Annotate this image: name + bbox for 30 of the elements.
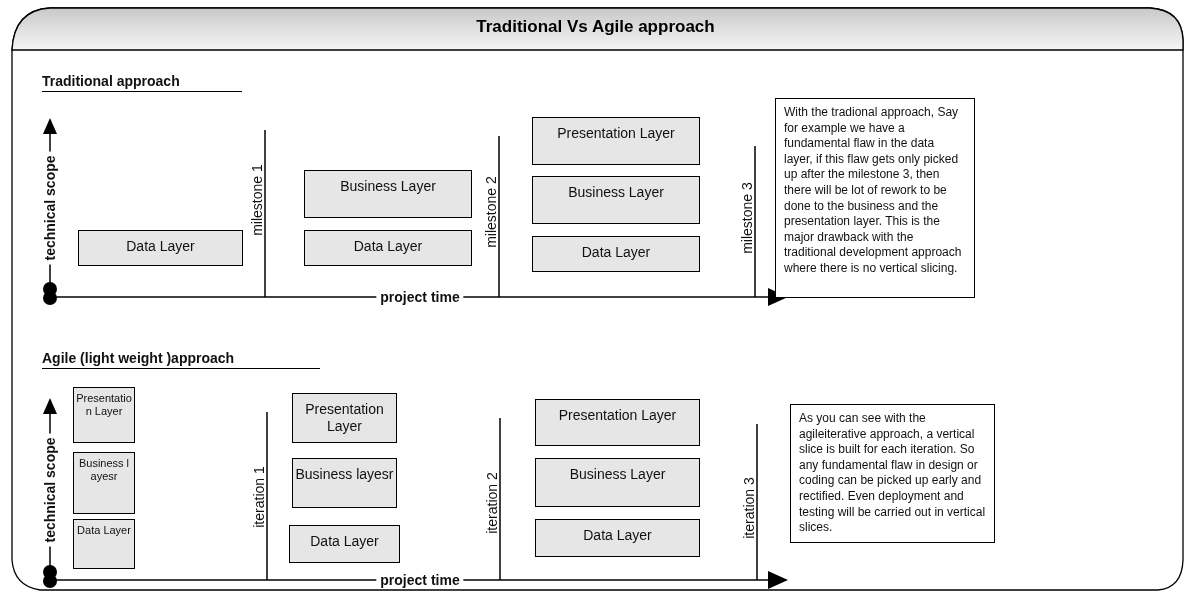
layer-box: Data Layer	[535, 519, 700, 557]
axis-label: technical scope	[42, 151, 58, 265]
layer-box: Business Layer	[535, 458, 700, 507]
note-box: With the tradional approach, Say for example we have a fundamental flaw in the data layer, if this flaw gets only picked up after the milestone 3, then there will be lot of rework to be done to the business and the presentation layer. This is the major drawback with the traditional development approach where there is no vertical slicing.	[775, 98, 975, 298]
note-box: As you can see with the agileiterative approach, a vertical slice is built for each iteration. So any fundamental flaw in design or coding can be picked up early and rectified. Even deployment and testing will be carried out in vertical slices.	[790, 404, 995, 543]
layer-box: Business layesr	[292, 458, 397, 508]
layer-box: Business Layer	[304, 170, 472, 218]
section-heading: Traditional approach	[42, 73, 242, 92]
layer-box: Data Layer	[73, 519, 135, 569]
layer-box: Presentation Layer	[532, 117, 700, 165]
layer-box: Business Layer	[532, 176, 700, 224]
layer-box: Presentation Layer	[292, 393, 397, 443]
layer-box: Presentation Layer	[73, 387, 135, 443]
iteration-label: iteration 1	[251, 466, 267, 528]
axis-label: project time	[376, 289, 464, 305]
diagram-title: Traditional Vs Agile approach	[476, 17, 715, 36]
section-heading: Agile (light weight )approach	[42, 350, 320, 369]
iteration-label: iteration 3	[741, 477, 757, 539]
layer-box: Data Layer	[532, 236, 700, 272]
layer-box: Data Layer	[289, 525, 400, 563]
layer-box: Business layesr	[73, 452, 135, 514]
layer-box: Presentation Layer	[535, 399, 700, 446]
milestone-label: milestone 1	[249, 164, 265, 236]
milestone-label: milestone 3	[739, 182, 755, 254]
layer-box: Data Layer	[78, 230, 243, 266]
layer-box: Data Layer	[304, 230, 472, 266]
milestone-label: milestone 2	[483, 176, 499, 248]
axis-label: technical scope	[42, 433, 58, 547]
axis-label: project time	[376, 572, 464, 588]
iteration-label: iteration 2	[484, 472, 500, 534]
